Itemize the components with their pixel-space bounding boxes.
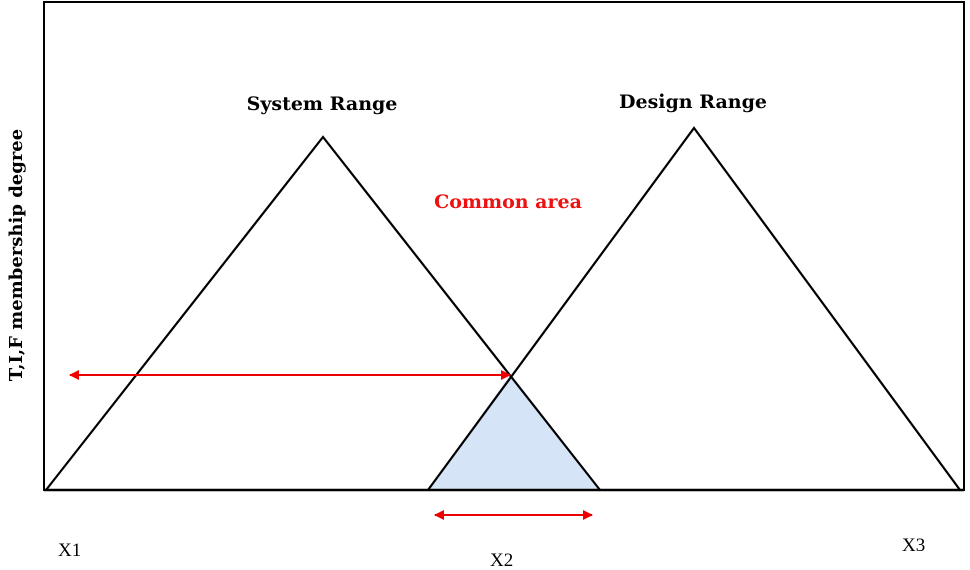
x1-label: X1 xyxy=(58,540,81,561)
common-area-region xyxy=(428,375,600,490)
y-axis-label: T,I,F membership degree xyxy=(6,129,27,381)
design-range-triangle xyxy=(427,126,961,491)
system-range-label: System Range xyxy=(247,93,398,115)
design-range-label: Design Range xyxy=(619,91,767,113)
x3-label: X3 xyxy=(902,535,925,556)
common-area-label: Common area xyxy=(434,191,582,213)
x2-label: X2 xyxy=(490,550,513,570)
